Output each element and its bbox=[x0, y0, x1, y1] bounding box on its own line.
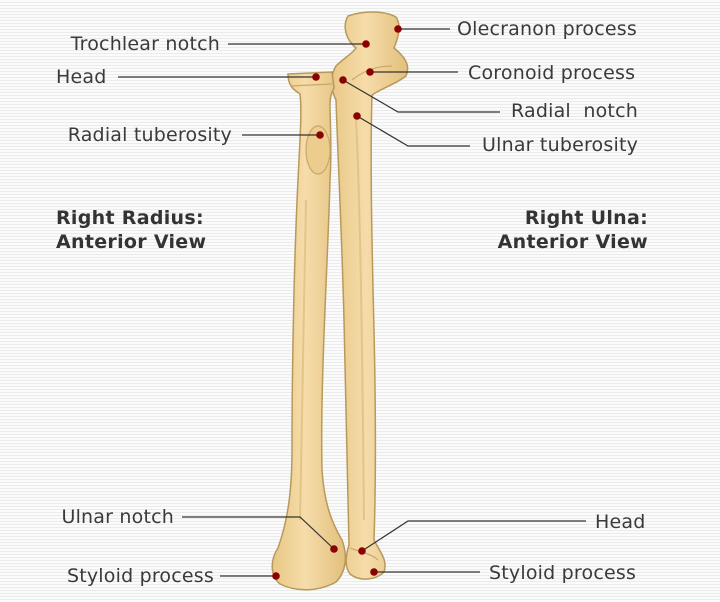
radius-title: Right Radius: Anterior View bbox=[56, 206, 206, 254]
marker-ulna-head bbox=[358, 547, 366, 555]
label-radius-styloid-process: Styloid process bbox=[66, 565, 214, 587]
ulna-bone bbox=[330, 11, 409, 580]
marker-radius-styloid bbox=[272, 572, 280, 580]
radius-title-line2: Anterior View bbox=[56, 231, 207, 253]
label-ulna-styloid-process: Styloid process bbox=[489, 562, 637, 584]
radius-title-line1: Right Radius: bbox=[56, 207, 204, 229]
label-radial-notch: Radial notch bbox=[511, 100, 638, 122]
marker-radial-tuberosity bbox=[316, 131, 324, 139]
label-olecranon-process: Olecranon process bbox=[457, 18, 637, 40]
marker-ulna-styloid bbox=[370, 568, 378, 576]
ulna-title-line2: Anterior View bbox=[497, 231, 648, 253]
ulna-title: Right Ulna: Anterior View bbox=[498, 206, 648, 254]
label-ulna-head: Head bbox=[595, 511, 646, 533]
marker-trochlear-notch bbox=[362, 40, 370, 48]
label-trochlear-notch: Trochlear notch bbox=[70, 33, 220, 55]
ulna-title-line1: Right Ulna: bbox=[524, 207, 648, 229]
leader-radial-notch bbox=[342, 79, 500, 113]
markers bbox=[272, 25, 402, 580]
marker-ulnar-notch bbox=[330, 545, 338, 553]
marker-radius-head bbox=[312, 73, 320, 81]
label-coronoid-process: Coronoid process bbox=[468, 62, 636, 84]
radius-bone bbox=[271, 71, 347, 591]
label-radial-tuberosity: Radial tuberosity bbox=[67, 124, 232, 146]
leader-ulna-head bbox=[361, 520, 586, 552]
label-radius-head: Head bbox=[56, 66, 107, 88]
label-ulnar-notch: Ulnar notch bbox=[61, 506, 174, 528]
marker-ulnar-tuberosity bbox=[353, 112, 361, 120]
leader-ulnar-notch bbox=[182, 516, 335, 550]
marker-radial-notch bbox=[339, 76, 347, 84]
leader-lines bbox=[118, 28, 586, 577]
marker-olecranon-process bbox=[394, 25, 402, 33]
marker-coronoid-process bbox=[366, 68, 374, 76]
leader-ulnar-tuberosity bbox=[356, 115, 470, 147]
label-ulnar-tuberosity: Ulnar tuberosity bbox=[482, 134, 639, 156]
